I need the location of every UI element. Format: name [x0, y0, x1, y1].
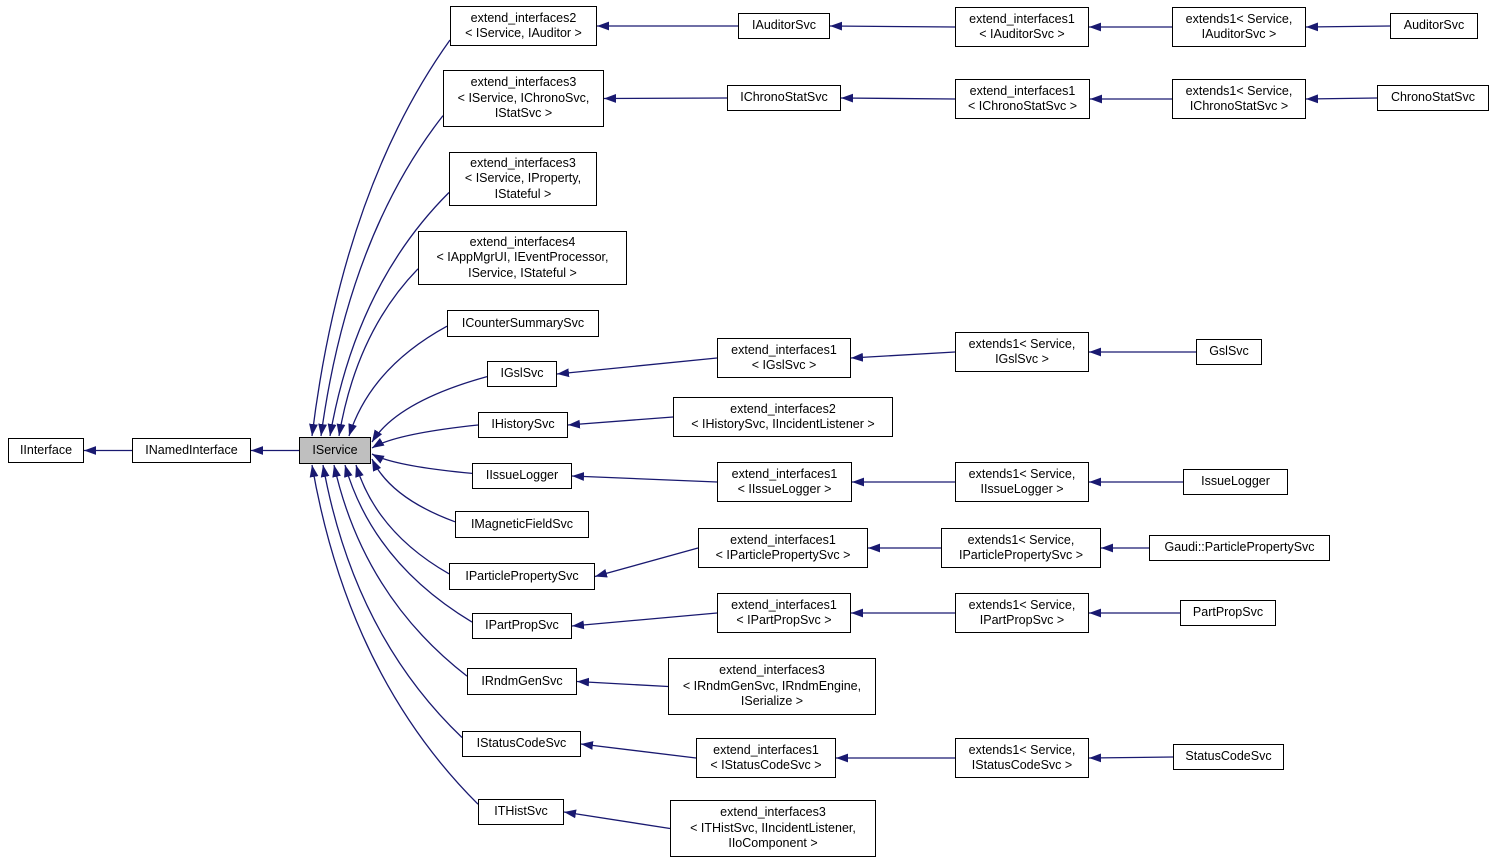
edge-ei4_appmgr-to-iservice [336, 268, 419, 437]
class-node-issuelogger[interactable]: IssueLogger [1183, 469, 1288, 495]
class-node-ithistsvc[interactable]: ITHistSvc [478, 799, 564, 825]
class-node-ex1_status[interactable]: extends1< Service, IStatusCodeSvc > [955, 738, 1089, 778]
edge-ihistorysvc-to-iservice [371, 424, 479, 449]
edge-ei1_status-to-istatuscodesvc [580, 741, 697, 759]
class-node-ei4_appmgr[interactable]: extend_interfaces4 < IAppMgrUI, IEventPr… [418, 231, 627, 285]
class-node-ichronostatsvc[interactable]: IChronoStatSvc [727, 85, 841, 111]
edge-ei3_chrono-to-iservice [318, 115, 444, 437]
edge-group [84, 21, 1391, 830]
class-node-ex1_chrono[interactable]: extends1< Service, IChronoStatSvc > [1172, 79, 1306, 119]
edge-chronostatsvc-to-ex1_chrono [1305, 94, 1378, 104]
class-node-ei3_property[interactable]: extend_interfaces3 < IService, IProperty… [449, 152, 597, 206]
class-node-chronostatsvc[interactable]: ChronoStatSvc [1377, 85, 1489, 111]
class-node-ei1_issue[interactable]: extend_interfaces1 < IIssueLogger > [717, 462, 852, 502]
class-node-ex1_issue[interactable]: extends1< Service, IIssueLogger > [955, 462, 1089, 502]
class-node-iservice: IService [299, 437, 371, 464]
edge-statuscodesvc-to-ex1_status [1088, 753, 1174, 763]
edge-ei1_partprop-to-ipartpropsvc [571, 612, 718, 630]
class-node-ihistorysvc[interactable]: IHistorySvc [478, 412, 568, 438]
class-node-ei2_auditor[interactable]: extend_interfaces2 < IService, IAuditor … [450, 6, 597, 46]
class-node-iissuelogger[interactable]: IIssueLogger [472, 463, 572, 489]
edge-ex1_gsl-to-ei1_gsl [850, 351, 956, 362]
class-node-partpropsvc[interactable]: PartPropSvc [1180, 600, 1276, 626]
class-node-imagneticfieldsvc[interactable]: IMagneticFieldSvc [455, 511, 589, 538]
edge-ei1_auditor-to-iauditorsvc [829, 21, 956, 31]
edge-imagneticfieldsvc-to-iservice [371, 458, 456, 523]
edge-auditorsvc-to-ex1_auditor [1305, 22, 1391, 32]
edge-ipartpropsvc-to-iservice [344, 464, 473, 623]
class-node-istatuscodesvc[interactable]: IStatusCodeSvc [462, 731, 581, 757]
edge-ei1_chrono-to-ichronostatsvc [840, 93, 956, 103]
edge-ei3_rndm-to-irndmgensvc [576, 677, 669, 688]
class-node-ex1_partprop[interactable]: extends1< Service, IPartPropSvc > [955, 593, 1089, 633]
class-node-ei1_auditor[interactable]: extend_interfaces1 < IAuditorSvc > [955, 7, 1089, 47]
class-node-irndmgensvc[interactable]: IRndmGenSvc [467, 668, 577, 695]
class-node-ei3_chrono[interactable]: extend_interfaces3 < IService, IChronoSv… [443, 70, 604, 127]
class-node-ei1_status[interactable]: extend_interfaces1 < IStatusCodeSvc > [696, 738, 836, 778]
edge-istatuscodesvc-to-iservice [320, 464, 463, 738]
class-node-ei3_rndm[interactable]: extend_interfaces3 < IRndmGenSvc, IRndmE… [668, 658, 876, 715]
edge-ei3_thist-to-ithistsvc [563, 809, 671, 830]
class-node-ipartpropsvc[interactable]: IPartPropSvc [472, 613, 572, 639]
edge-ei1_particle-to-iparticlepropertysvc [594, 547, 699, 578]
class-node-iauditorsvc[interactable]: IAuditorSvc [738, 13, 830, 39]
edge-iparticlepropertysvc-to-iservice [355, 464, 450, 575]
class-node-ex1_particle[interactable]: extends1< Service, IParticlePropertySvc … [941, 528, 1101, 568]
class-node-gaudiparticlepropertysvc[interactable]: Gaudi::ParticlePropertySvc [1149, 535, 1330, 561]
edge-ei1_gsl-to-igslsvc [556, 357, 718, 378]
class-node-ei1_chrono[interactable]: extend_interfaces1 < IChronoStatSvc > [955, 79, 1090, 119]
edge-ichronostatsvc-to-ei3_chrono [603, 94, 728, 103]
class-node-iparticlepropertysvc[interactable]: IParticlePropertySvc [449, 563, 595, 590]
class-node-auditorsvc[interactable]: AuditorSvc [1390, 13, 1478, 39]
class-node-igslsvc[interactable]: IGslSvc [487, 361, 557, 387]
edge-igslsvc-to-iservice [371, 375, 488, 443]
class-node-ex1_auditor[interactable]: extends1< Service, IAuditorSvc > [1172, 7, 1306, 47]
edge-ei2_auditor-to-iservice [309, 39, 451, 437]
class-node-ei1_partprop[interactable]: extend_interfaces1 < IPartPropSvc > [717, 593, 851, 633]
edge-ei2_history-to-ihistorysvc [567, 416, 674, 429]
edge-ei1_issue-to-iissuelogger [571, 472, 718, 483]
edge-iissuelogger-to-iservice [371, 453, 473, 475]
edge-icountersummarysvc-to-iservice [348, 325, 448, 437]
class-node-ei2_history[interactable]: extend_interfaces2 < IHistorySvc, IIncid… [673, 397, 893, 437]
class-node-iinterface[interactable]: IInterface [8, 438, 84, 463]
class-node-ex1_gsl[interactable]: extends1< Service, IGslSvc > [955, 332, 1089, 372]
edge-ithistsvc-to-iservice [309, 464, 479, 805]
class-node-ei1_gsl[interactable]: extend_interfaces1 < IGslSvc > [717, 338, 851, 378]
class-node-ei1_particle[interactable]: extend_interfaces1 < IParticlePropertySv… [698, 528, 868, 568]
class-node-gslsvc[interactable]: GslSvc [1196, 339, 1262, 365]
edge-ei3_property-to-iservice [327, 192, 450, 437]
edge-irndmgensvc-to-iservice [332, 464, 468, 677]
class-node-inamedinterface[interactable]: INamedInterface [132, 438, 251, 463]
class-node-statuscodesvc[interactable]: StatusCodeSvc [1173, 744, 1284, 770]
class-node-icountersummarysvc[interactable]: ICounterSummarySvc [447, 310, 599, 337]
class-node-ei3_thist[interactable]: extend_interfaces3 < ITHistSvc, IInciden… [670, 800, 876, 857]
